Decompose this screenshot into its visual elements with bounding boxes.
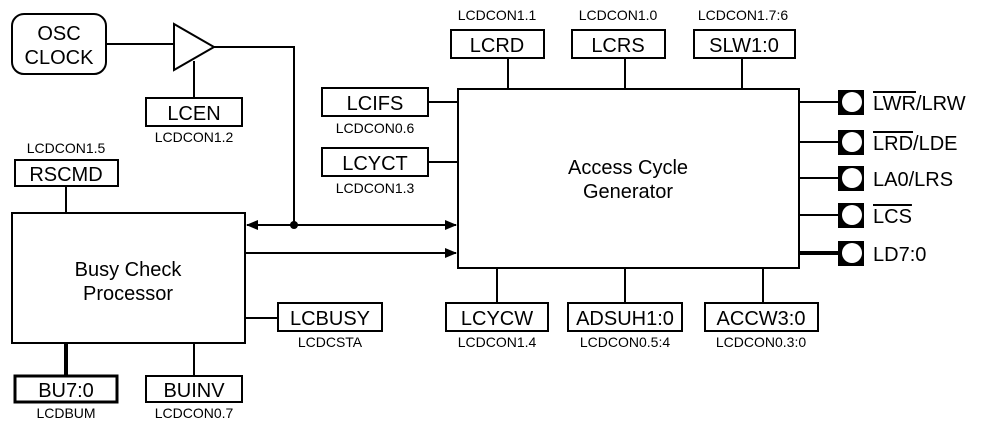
pin-label-overlined: LRD [873,133,913,155]
pin-pad-hole [842,205,862,225]
bu-register: BU7:0 LCDBUM [13,374,119,421]
lcbusy-register: LCBUSY LCDCSTA [277,302,383,350]
access-cycle-label-line2: Generator [583,181,673,203]
lcrd-register: LCDCON1.1 LCRD [450,7,545,59]
pin-pad-hole [842,168,862,188]
lcrd-name: LCRD [470,35,524,57]
lcrd-reg: LCDCON1.1 [458,7,537,23]
rscmd-name: RSCMD [29,164,102,186]
slw-name: SLW1:0 [709,35,779,57]
buinv-register: BUINV LCDCON0.7 [145,375,243,421]
lcen-reg: LCDCON1.2 [155,129,234,145]
lcifs-register: LCIFS LCDCON0.6 [321,87,429,136]
lcbusy-reg: LCDCSTA [298,334,363,350]
access-cycle-label-line1: Access Cycle [568,157,688,179]
adsuh-reg: LCDCON0.5:4 [580,334,670,350]
pin-label: LCS [873,206,912,228]
lcrs-name: LCRS [591,35,644,57]
accw-register: ACCW3:0 LCDCON0.3:0 [704,302,819,350]
pin-label: LD7:0 [873,244,926,266]
pin-label-rest: /LRW [916,93,966,115]
rscmd-register: LCDCON1.5 RSCMD [14,140,119,187]
accw-name: ACCW3:0 [717,308,806,330]
bu-name: BU7:0 [38,380,94,402]
pin-label: LWR/LRW [873,93,966,115]
lcyct-reg: LCDCON1.3 [336,180,415,196]
lcen-register: LCEN LCDCON1.2 [145,97,243,145]
lcycw-register: LCYCW LCDCON1.4 [445,302,549,350]
lcyct-register: LCYCT LCDCON1.3 [321,147,429,196]
osc-clock-block: OSC CLOCK [11,13,107,75]
osc-clock-label-line1: OSC [37,23,80,45]
accw-reg: LCDCON0.3:0 [716,334,806,350]
pin-pad-hole [842,132,862,152]
lcifs-reg: LCDCON0.6 [336,120,415,136]
access-cycle-generator-block: Access Cycle Generator [457,88,800,269]
pin-label: LRD/LDE [873,133,957,155]
adsuh-register: ADSUH1:0 LCDCON0.5:4 [567,302,683,350]
busy-check-processor-block: Busy Check Processor [11,212,246,344]
pin-label: LA0/LRS [873,169,953,191]
buinv-reg: LCDCON0.7 [155,405,234,421]
buinv-name: BUINV [163,380,225,402]
lcrs-register: LCDCON1.0 LCRS [571,7,666,59]
buffer-output-wire [214,46,295,225]
busy-check-label-line1: Busy Check [75,259,183,281]
busy-check-label-line2: Processor [83,283,173,305]
output-pins: LWR/LRW LRD/LDE LA0/LRS LCS LD7:0 [799,90,966,266]
pin-label-rest: /LDE [913,133,957,155]
lcifs-name: LCIFS [347,93,404,115]
lcbusy-name: LCBUSY [290,308,370,330]
rscmd-reg: LCDCON1.5 [27,140,106,156]
pin-pad-hole [842,243,862,263]
pin-label-rest: LD7:0 [873,244,926,266]
slw-reg: LCDCON1.7:6 [698,7,788,23]
pin-label-overlined: LCS [873,206,912,228]
lcen-name: LCEN [167,103,220,125]
pin-label-overlined: LWR [873,93,916,115]
clock-buffer-icon [173,22,217,72]
lcrs-reg: LCDCON1.0 [579,7,658,23]
slw-register: LCDCON1.7:6 SLW1:0 [693,7,796,59]
osc-clock-label-line2: CLOCK [25,47,95,69]
pin-label-rest: LA0/LRS [873,169,953,191]
lcyct-name: LCYCT [342,153,408,175]
lcycw-name: LCYCW [461,308,533,330]
bu-reg: LCDBUM [36,405,95,421]
lcycw-reg: LCDCON1.4 [458,334,537,350]
pin-pad-hole [842,92,862,112]
adsuh-name: ADSUH1:0 [576,308,674,330]
